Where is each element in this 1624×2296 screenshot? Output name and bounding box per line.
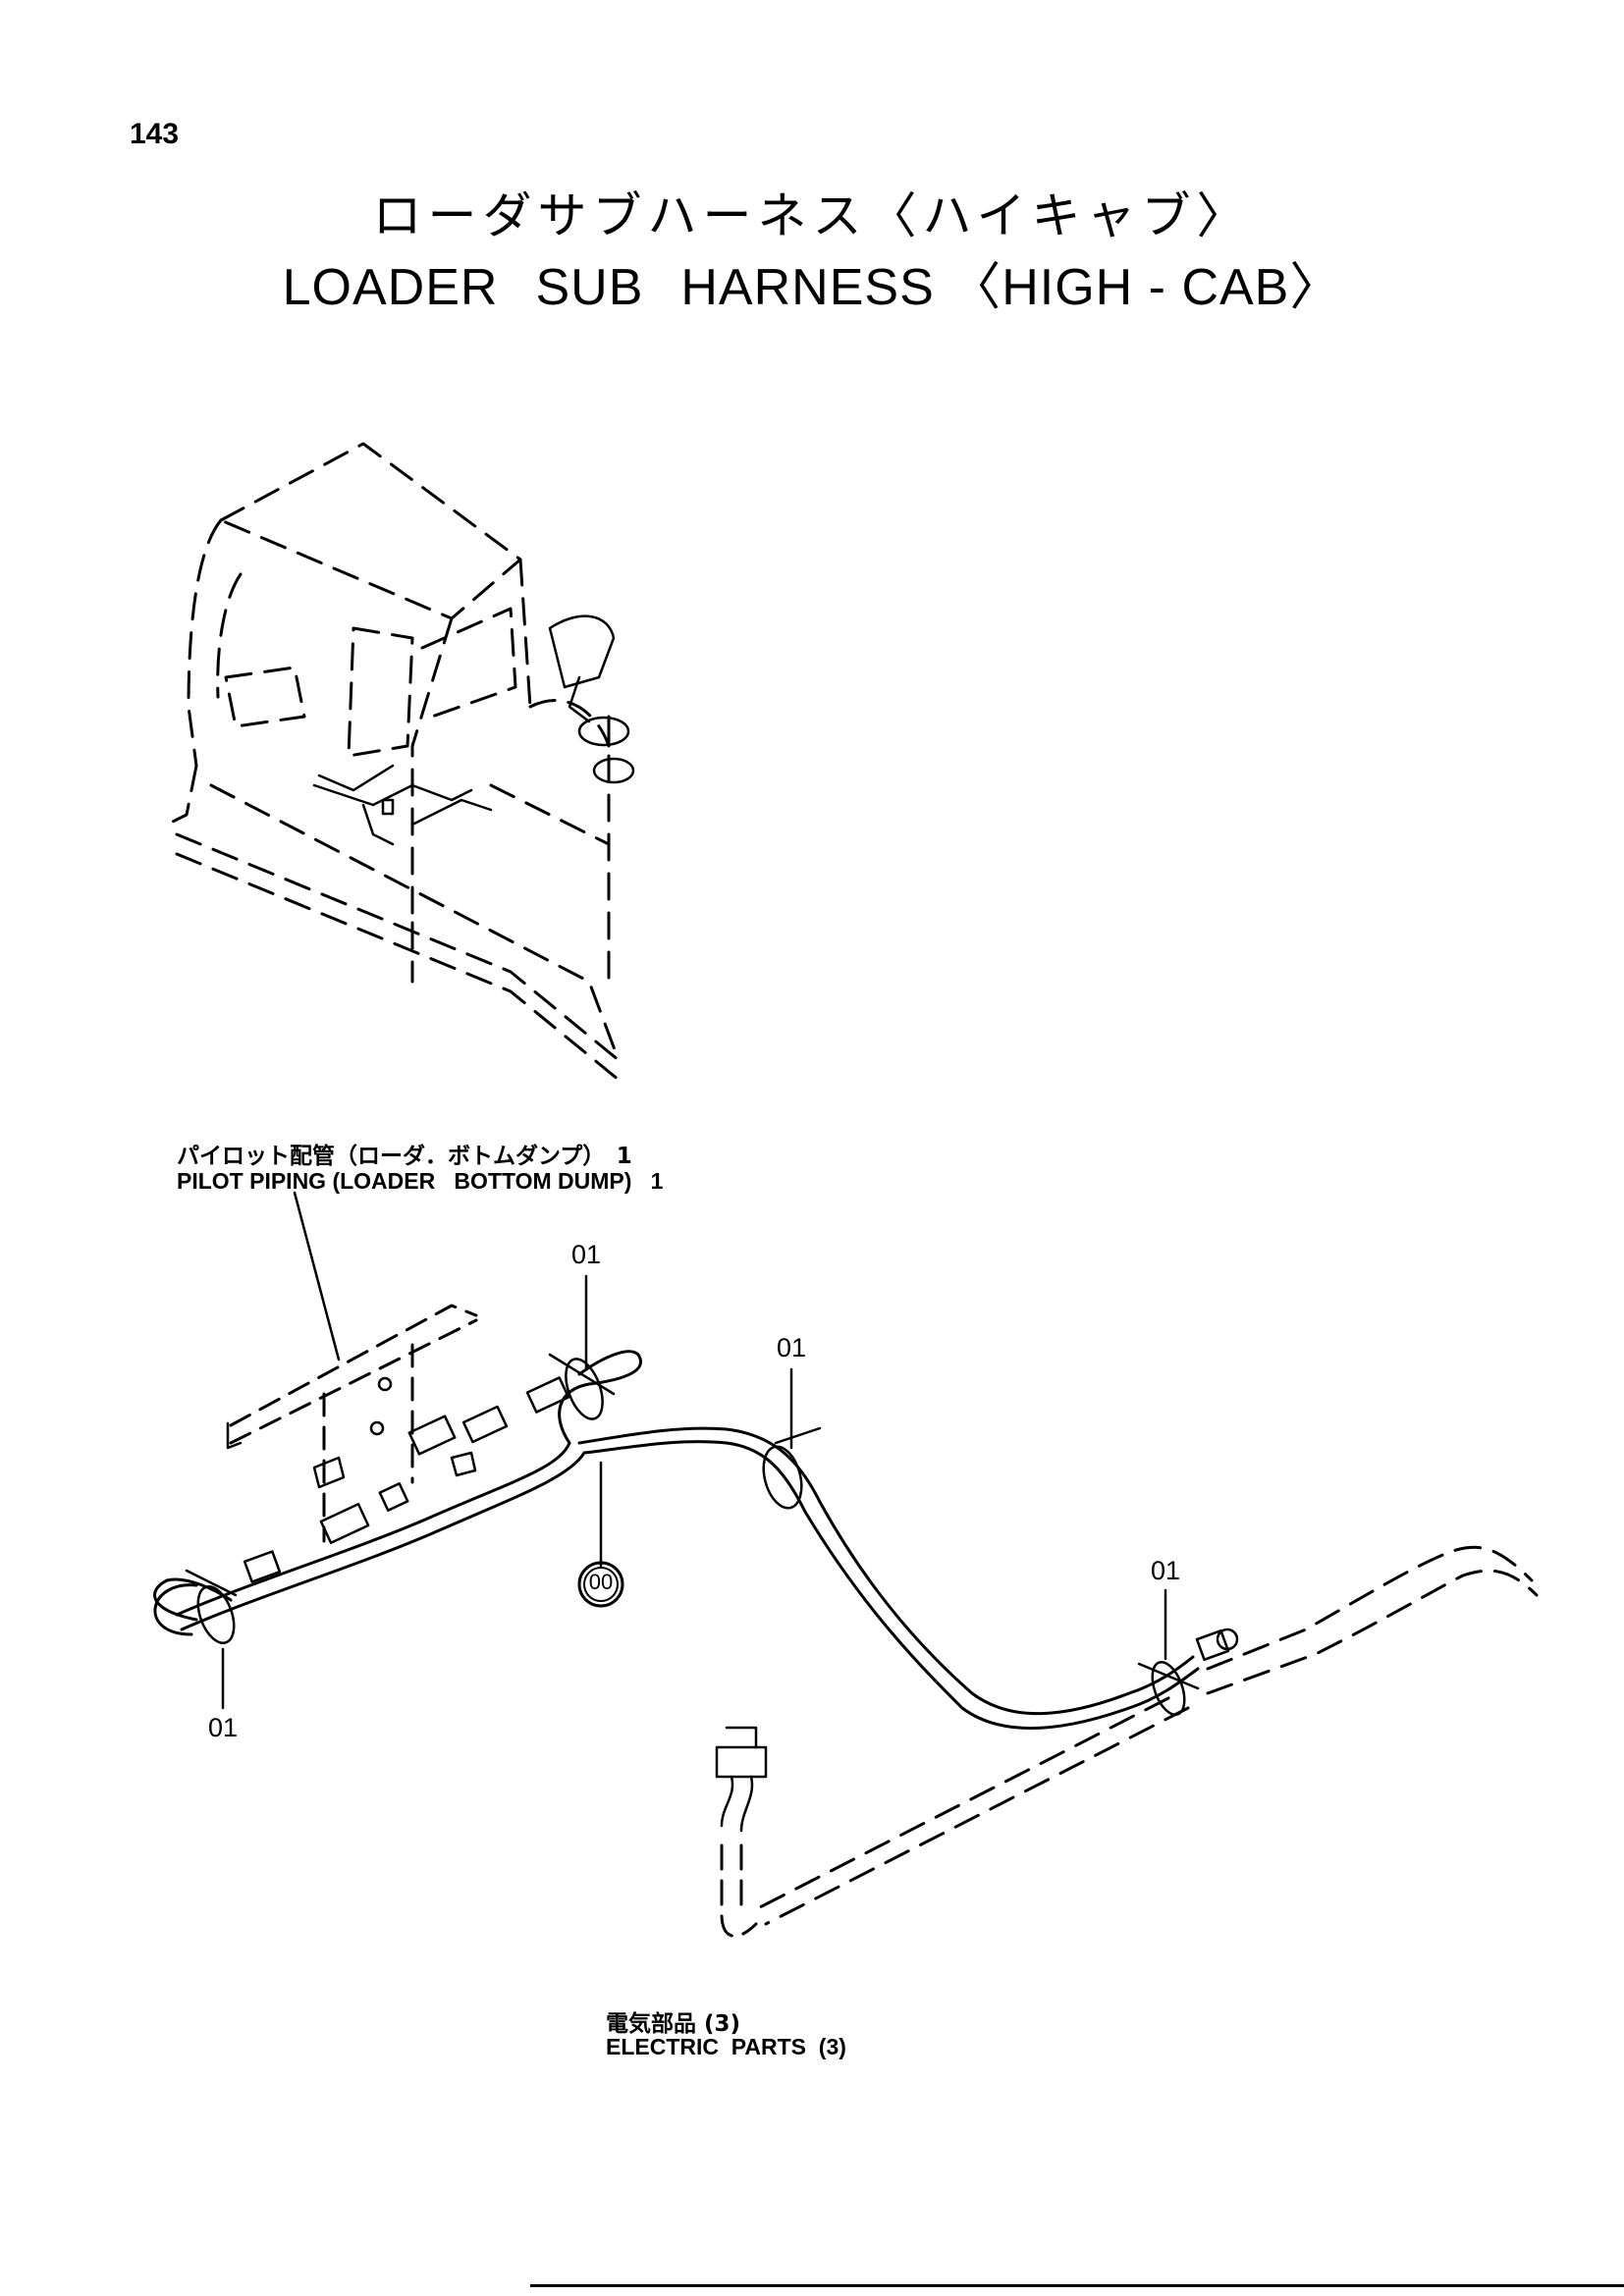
footer-rule: [530, 2284, 1624, 2287]
harness-cable: [153, 1350, 1200, 1731]
title-word-high-cab: 〈HIGH - CAB〉: [949, 259, 1342, 316]
cable-ties: [185, 1353, 1200, 1716]
pilot-piping-leader: [293, 1191, 341, 1362]
callout-01-middle: 01: [776, 1333, 807, 1362]
title-word-loader: LOADER: [282, 259, 499, 316]
callout-leaders: [221, 1274, 1167, 1710]
harness-continuation: [754, 1545, 1539, 1926]
callout-01-top: 01: [570, 1240, 602, 1269]
cab-solid-details: [312, 614, 635, 846]
title-word-sub: SUB: [535, 259, 644, 316]
title-english: LOADER SUB HARNESS 〈HIGH - CAB〉: [0, 245, 1624, 319]
electric-branch: [715, 1726, 768, 1938]
cab-illustration: [165, 442, 621, 1082]
callout-01-right: 01: [1150, 1556, 1181, 1585]
pilot-piping-label-jp: パイロット配管（ローダ．ボトムダンプ） 1: [177, 1144, 632, 1169]
callout-01-left: 01: [207, 1713, 239, 1742]
part-callout-circle-00: [577, 1561, 624, 1608]
bracket: [229, 1304, 478, 1543]
bracket-solid: [226, 1376, 393, 1450]
title-japanese: ローダサブハーネス〈ハイキャブ〉: [372, 187, 1252, 244]
fittings: [243, 1376, 1239, 1662]
callout-00-main: 00: [588, 1570, 614, 1594]
electric-parts-label-jp: 電気部品 (3): [606, 2011, 741, 2037]
pilot-piping-label-en: PILOT PIPING (LOADER BOTTOM DUMP) 1: [177, 1168, 664, 1194]
page-number: 143: [130, 118, 180, 150]
electric-parts-label-en: ELECTRIC PARTS (3): [606, 2034, 846, 2059]
title-word-harness: HARNESS: [680, 259, 935, 316]
